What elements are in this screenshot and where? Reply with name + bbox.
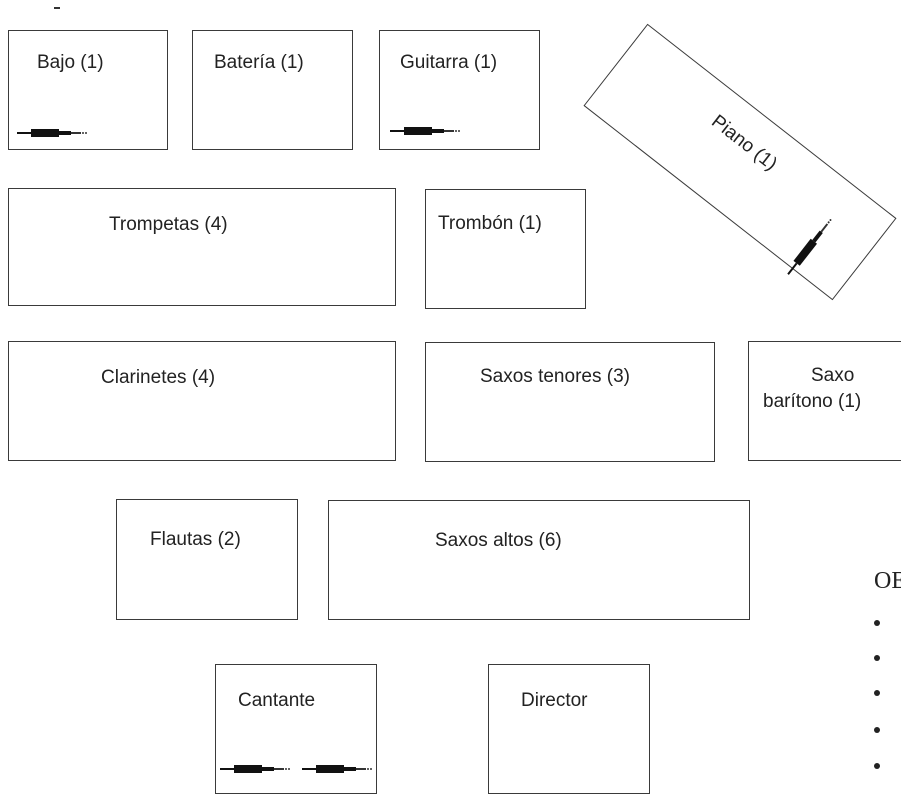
box-flautas: Flautas (2)	[116, 499, 298, 620]
jack-cable-icon	[17, 129, 87, 137]
label-saxo-baritono-line1: Saxo	[811, 365, 855, 386]
label-trompetas: Trompetas (4)	[109, 214, 228, 235]
side-panel-title: OE	[874, 568, 901, 594]
label-saxos-tenores: Saxos tenores (3)	[480, 366, 630, 387]
label-director: Director	[521, 690, 588, 711]
label-flautas: Flautas (2)	[150, 529, 241, 550]
label-clarinetes: Clarinetes (4)	[101, 367, 216, 388]
label-piano: Piano (1)	[707, 110, 781, 176]
list-bullet	[874, 727, 880, 733]
box-saxos-tenores: Saxos tenores (3)	[425, 342, 715, 462]
box-piano: Piano (1)	[583, 23, 897, 301]
jack-cable-icon	[220, 765, 290, 773]
label-saxos-altos: Saxos altos (6)	[435, 530, 562, 551]
box-trombon: Trombón (1)	[425, 189, 586, 309]
box-guitarra: Guitarra (1)	[379, 30, 540, 150]
list-bullet	[874, 763, 880, 769]
box-trompetas: Trompetas (4)	[8, 188, 396, 306]
label-bateria: Batería (1)	[214, 52, 304, 73]
box-clarinetes: Clarinetes (4)	[8, 341, 396, 461]
label-saxo-baritono-line2: barítono (1)	[763, 391, 862, 412]
box-director: Director	[488, 664, 650, 794]
label-cantante: Cantante	[238, 690, 316, 711]
box-saxo-baritono: Saxo barítono (1)	[748, 341, 901, 461]
list-bullet	[874, 655, 880, 661]
label-bajo: Bajo (1)	[37, 52, 104, 73]
box-bateria: Batería (1)	[192, 30, 353, 150]
jack-cable-icon	[390, 127, 460, 135]
box-bajo: Bajo (1)	[8, 30, 168, 150]
list-bullet	[874, 620, 880, 626]
box-cantante: Cantante	[215, 664, 377, 794]
label-trombon: Trombón (1)	[438, 213, 542, 234]
list-bullet	[874, 690, 880, 696]
box-saxos-altos: Saxos altos (6)	[328, 500, 750, 620]
label-guitarra: Guitarra (1)	[400, 52, 498, 73]
jack-cable-icon	[787, 218, 832, 275]
top-dash	[54, 7, 60, 9]
jack-cable-icon	[302, 765, 372, 773]
